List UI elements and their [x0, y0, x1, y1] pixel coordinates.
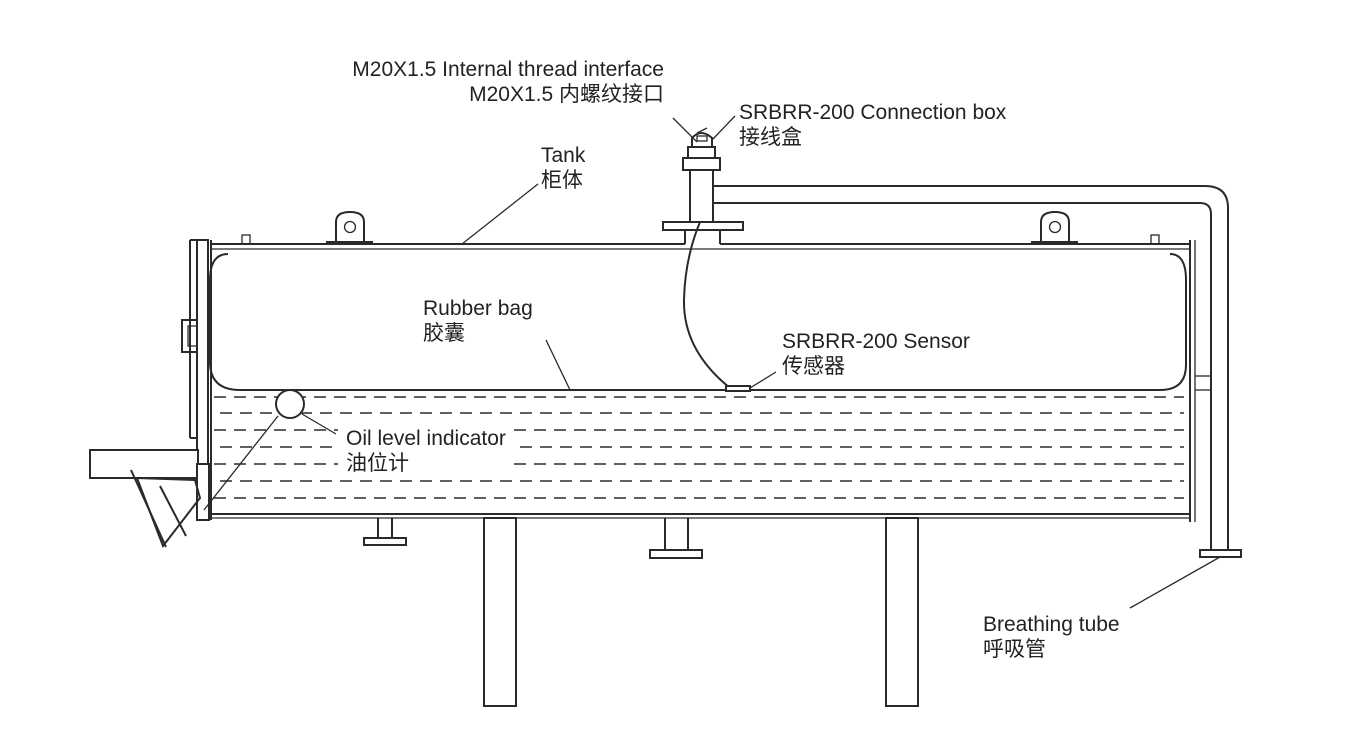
tank-right-end [1189, 240, 1196, 522]
leader-breathing-tube [1129, 556, 1221, 609]
drain-nozzle-left [363, 518, 407, 546]
leader-rubber-bag [545, 339, 571, 391]
label-sensor-zh: 传感器 [782, 355, 845, 378]
label-rubber-bag-en: Rubber bag [423, 297, 533, 320]
label-connection-box-en: SRBRR-200 Connection box [739, 101, 1007, 124]
leader-sensor [749, 371, 777, 389]
sensor [725, 385, 751, 392]
label-tank-en: Tank [541, 144, 586, 167]
lifting-lug-right [1031, 210, 1078, 243]
label-sensor-en: SRBRR-200 Sensor [782, 330, 970, 353]
breathing-tube [713, 185, 1242, 558]
label-breathing-tube-en: Breathing tube [983, 613, 1120, 636]
label-breathing-tube: Breathing tube 呼吸管 [983, 612, 1120, 662]
label-rubber-bag-zh: 胶囊 [423, 322, 465, 345]
label-oil-level-indicator-en: Oil level indicator [346, 427, 506, 450]
outlet-pipe [89, 449, 210, 549]
lifting-lug-left [326, 210, 373, 243]
top-nozzle [662, 127, 744, 244]
label-tank-zh: 柜体 [541, 169, 583, 192]
leader-connection-box [711, 115, 736, 141]
oil-level-indicator-gauge [275, 389, 305, 419]
leader-oil-level-indicator [301, 413, 337, 435]
label-connection-box-zh: 接线盒 [739, 126, 802, 149]
label-thread-interface: M20X1.5 Internal thread interface M20X1.… [254, 57, 664, 107]
leader-tank [461, 183, 539, 245]
leader-oil-indicator-line [203, 415, 279, 511]
label-rubber-bag: Rubber bag 胶囊 [423, 296, 533, 346]
label-connection-box: SRBRR-200 Connection box 接线盒 [739, 100, 1006, 150]
label-tank: Tank 柜体 [541, 143, 585, 193]
rubber-bag [209, 253, 1187, 391]
support-legs [483, 517, 919, 707]
label-thread-interface-en: M20X1.5 Internal thread interface [352, 58, 664, 81]
drain-nozzle-middle [649, 518, 703, 559]
tank-shell [211, 234, 1190, 519]
label-breathing-tube-zh: 呼吸管 [983, 638, 1046, 661]
sensor-cable [682, 221, 731, 389]
label-thread-interface-zh: M20X1.5 内螺纹接口 [469, 83, 664, 106]
label-sensor: SRBRR-200 Sensor 传感器 [782, 329, 970, 379]
label-oil-level-indicator-zh: 油位计 [346, 452, 409, 475]
leader-thread-interface [672, 117, 698, 143]
leader-lines [203, 115, 1221, 609]
label-oil-level-indicator: Oil level indicator 油位计 [338, 424, 512, 480]
